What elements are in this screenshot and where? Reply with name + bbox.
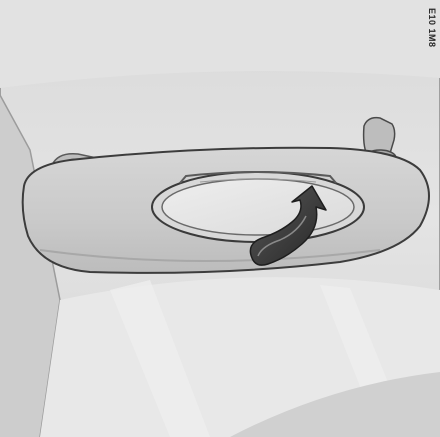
image-reference-code: E10 1M8: [427, 8, 437, 48]
mirror-cover[interactable]: [162, 179, 354, 235]
